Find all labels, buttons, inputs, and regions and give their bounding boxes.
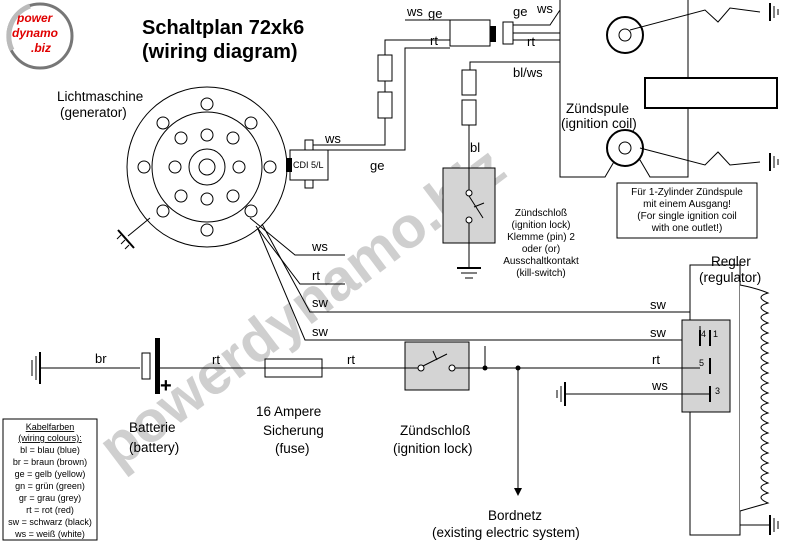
svg-text:1: 1 bbox=[713, 329, 718, 339]
kill-switch bbox=[442, 145, 496, 279]
connector bbox=[377, 91, 393, 119]
regulator: 4 1 5 3 bbox=[681, 264, 779, 536]
svg-text:power: power bbox=[16, 11, 54, 25]
svg-text:gr = grau (grey): gr = grau (grey) bbox=[19, 493, 81, 503]
coil-label: Zündspule bbox=[566, 101, 629, 116]
ignition-lock bbox=[404, 341, 470, 391]
svg-text:bl: bl bbox=[470, 140, 480, 155]
svg-text:with one outlet!): with one outlet!) bbox=[651, 223, 723, 234]
svg-text:(kill-switch): (kill-switch) bbox=[516, 268, 565, 279]
svg-text:ge: ge bbox=[370, 158, 384, 173]
diagram-subtitle: (wiring diagram) bbox=[142, 41, 298, 63]
svg-text:bl = blau (blue): bl = blau (blue) bbox=[20, 445, 80, 455]
svg-text:Für 1-Zylinder Zündspule: Für 1-Zylinder Zündspule bbox=[631, 187, 743, 198]
svg-text:rt: rt bbox=[347, 352, 355, 367]
connector-triple-right bbox=[502, 21, 514, 45]
battery bbox=[141, 338, 160, 394]
svg-text:br: br bbox=[95, 351, 107, 366]
svg-text:ws: ws bbox=[406, 4, 423, 19]
svg-text:Zündschloß: Zündschloß bbox=[400, 423, 471, 438]
color-legend: Kabelfarben (wiring colours): bl = blau … bbox=[2, 418, 98, 541]
generator-label: Lichtmaschine bbox=[57, 89, 143, 104]
svg-text:rt: rt bbox=[430, 33, 438, 48]
svg-text:Sicherung: Sicherung bbox=[263, 423, 324, 438]
connector bbox=[461, 69, 477, 96]
svg-text:br = braun (brown): br = braun (brown) bbox=[13, 457, 87, 467]
generator-sublabel: (generator) bbox=[60, 105, 127, 120]
svg-text:4: 4 bbox=[701, 329, 706, 339]
svg-text:ge = gelb (yellow): ge = gelb (yellow) bbox=[15, 469, 86, 479]
connector bbox=[461, 99, 477, 126]
svg-text:sw: sw bbox=[312, 324, 329, 339]
svg-text:(battery): (battery) bbox=[129, 440, 179, 455]
svg-text:ge: ge bbox=[513, 4, 527, 19]
svg-text:ge: ge bbox=[428, 6, 442, 21]
svg-text:Kabelfarben: Kabelfarben bbox=[26, 422, 75, 432]
svg-text:Zündschloß: Zündschloß bbox=[515, 208, 567, 219]
ignition-coil bbox=[559, 0, 779, 178]
regulator-sublabel: (regulator) bbox=[699, 270, 761, 285]
svg-text:mit einem Ausgang!: mit einem Ausgang! bbox=[643, 199, 731, 210]
svg-text:(ignition lock): (ignition lock) bbox=[512, 220, 571, 231]
svg-text:.biz: .biz bbox=[31, 41, 51, 55]
svg-text:sw: sw bbox=[312, 295, 329, 310]
svg-text:3: 3 bbox=[715, 386, 720, 396]
generator bbox=[116, 86, 288, 250]
fuse bbox=[264, 358, 323, 378]
svg-text:gn = grün (green): gn = grün (green) bbox=[15, 481, 85, 491]
svg-text:+: + bbox=[160, 375, 172, 397]
svg-text:(existing electric system): (existing electric system) bbox=[432, 525, 580, 540]
svg-text:rt = rot (red): rt = rot (red) bbox=[26, 505, 74, 515]
svg-text:sw = schwarz (black): sw = schwarz (black) bbox=[8, 517, 92, 527]
connector bbox=[377, 54, 393, 82]
svg-text:sw: sw bbox=[650, 325, 667, 340]
cdi-module: CDI 5/L bbox=[286, 139, 329, 189]
svg-text:ws: ws bbox=[651, 378, 668, 393]
regulator-label: Regler bbox=[711, 254, 751, 269]
svg-text:Bordnetz: Bordnetz bbox=[488, 508, 542, 523]
svg-text:(For single ignition coil: (For single ignition coil bbox=[637, 211, 737, 222]
svg-text:16 Ampere: 16 Ampere bbox=[256, 404, 321, 419]
svg-text:Klemme (pin) 2: Klemme (pin) 2 bbox=[507, 232, 575, 243]
svg-text:ws = weiß (white): ws = weiß (white) bbox=[14, 529, 85, 539]
svg-text:ws: ws bbox=[536, 1, 553, 16]
svg-text:CDI 5/L: CDI 5/L bbox=[293, 160, 324, 170]
svg-text:ws: ws bbox=[311, 239, 328, 254]
svg-text:sw: sw bbox=[650, 297, 667, 312]
coil-note: Für 1-Zylinder Zündspule mit einem Ausga… bbox=[616, 182, 758, 239]
connector-triple-left bbox=[449, 19, 491, 47]
svg-text:5: 5 bbox=[699, 358, 704, 368]
coil-sublabel: (ignition coil) bbox=[561, 116, 637, 131]
svg-text:Batterie: Batterie bbox=[129, 420, 176, 435]
svg-text:rt: rt bbox=[212, 352, 220, 367]
svg-text:ws: ws bbox=[324, 131, 341, 146]
svg-text:rt: rt bbox=[312, 268, 320, 283]
diagram-title: Schaltplan 72xk6 bbox=[142, 17, 304, 39]
svg-text:Ausschaltkontakt: Ausschaltkontakt bbox=[503, 256, 579, 267]
svg-text:dynamo: dynamo bbox=[12, 26, 58, 40]
brand-logo: power dynamo .biz bbox=[6, 2, 74, 70]
svg-text:bl/ws: bl/ws bbox=[513, 65, 543, 80]
svg-text:(fuse): (fuse) bbox=[275, 441, 310, 456]
svg-text:rt: rt bbox=[652, 352, 660, 367]
svg-text:(wiring colours):: (wiring colours): bbox=[18, 433, 82, 443]
svg-text:oder (or): oder (or) bbox=[522, 244, 560, 255]
svg-text:rt: rt bbox=[527, 34, 535, 49]
svg-text:(ignition lock): (ignition lock) bbox=[393, 441, 473, 456]
